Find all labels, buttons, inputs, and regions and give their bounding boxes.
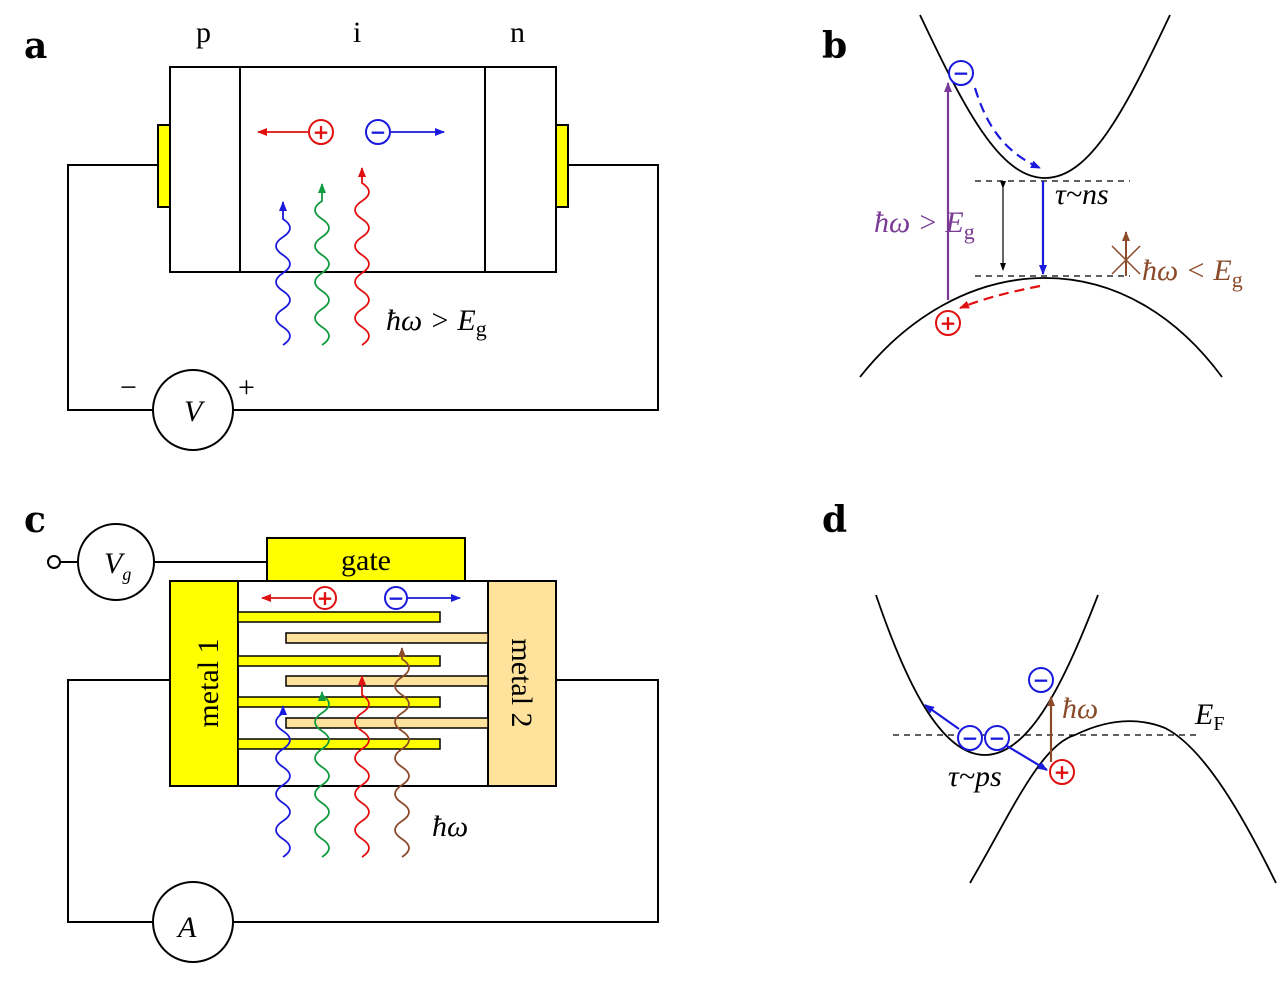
voltmeter-label: V: [184, 395, 206, 428]
panel-a: a p i n V − + + − ħω > Eg: [24, 16, 659, 451]
conduction-band: [919, 14, 1171, 179]
wire-left-c: [67, 679, 170, 923]
vg-label: Vg: [104, 547, 131, 584]
panel-b: b ħω > Eg − τ~ns + ħω < Eg: [822, 14, 1243, 378]
vg-terminal: [47, 555, 61, 569]
tau-ns-label: τ~ns: [1055, 178, 1109, 211]
hole-d: [1049, 759, 1075, 785]
gate-electrode: [266, 537, 466, 582]
red-photon: [354, 167, 370, 346]
metal1-electrode: [169, 580, 239, 787]
metal2-finger: [285, 632, 489, 644]
svg-text:+: +: [1054, 760, 1071, 784]
green-photon-c: [314, 691, 330, 858]
metal1-label: metal 1: [192, 638, 225, 727]
left-contact: [157, 124, 171, 208]
svg-text:+: +: [940, 311, 957, 335]
voltmeter: [152, 369, 234, 451]
hole-carrier-c: [313, 586, 337, 610]
electron-b: [948, 60, 974, 86]
electron-carrier: [365, 119, 391, 145]
excited-electron-d: [1028, 667, 1054, 693]
metal1-finger: [237, 655, 441, 667]
region-p-label: p: [196, 16, 211, 49]
metal1-finger: [237, 696, 441, 708]
blue-photon-c: [275, 705, 291, 858]
metal1-finger: [237, 738, 441, 750]
minus-terminal: −: [120, 371, 137, 404]
forbidden-cross-2: [1111, 245, 1141, 275]
panel-c: c gate Vg metal 1 metal 2 + −: [24, 499, 659, 963]
region-n-label: n: [510, 16, 525, 49]
hole-b: [935, 310, 961, 336]
conduction-band-d: [875, 594, 1099, 756]
svg-text:+: +: [317, 586, 334, 610]
region-i-label: i: [353, 16, 361, 49]
electron-d-1: [957, 725, 983, 751]
metal2-electrode: [487, 580, 557, 787]
panel-c-label: c: [24, 499, 46, 541]
tau-ps-label: τ~ps: [948, 760, 1002, 793]
electron-d-2: [984, 725, 1010, 751]
scatter-arrow-down: [1006, 745, 1048, 771]
metal2-finger: [285, 675, 489, 687]
right-contact: [555, 124, 569, 208]
panel-d: d EF ħω − − − + τ~ps: [822, 499, 1277, 884]
plus-terminal: +: [238, 371, 255, 404]
pin-device: [169, 66, 557, 273]
ammeter-label: A: [176, 911, 197, 944]
svg-text:+: +: [313, 120, 330, 144]
photon-label-d: ħω: [1062, 692, 1098, 725]
valence-band: [859, 277, 1223, 378]
gate-label: gate: [341, 544, 391, 577]
photon-energy-label-c: ħω: [432, 810, 468, 843]
metal1-finger: [237, 611, 441, 623]
absorption-label: ħω > Eg: [874, 206, 975, 244]
panel-d-label: d: [822, 499, 847, 541]
below-gap-label: ħω < Eg: [1142, 254, 1243, 292]
hole-carrier: [308, 119, 334, 145]
green-photon: [314, 183, 330, 346]
ammeter: [152, 881, 234, 963]
electron-relaxation: [973, 87, 1041, 170]
electron-carrier-c: [384, 586, 408, 610]
fermi-label: EF: [1194, 698, 1224, 735]
blue-photon: [275, 201, 291, 346]
svg-text:−: −: [989, 726, 1006, 750]
valence-band-d: [969, 720, 1277, 884]
metal2-label: metal 2: [505, 638, 538, 727]
wire-right-c: [233, 679, 659, 923]
svg-text:−: −: [370, 120, 387, 144]
brown-photon-c: [394, 647, 410, 858]
scatter-arrow-up: [924, 704, 960, 730]
photon-energy-label-a: ħω > Eg: [386, 304, 487, 341]
svg-text:−: −: [953, 61, 970, 85]
wire-left: [67, 164, 158, 411]
panel-b-label: b: [822, 25, 847, 67]
red-photon-c: [354, 675, 370, 858]
metal2-finger: [285, 717, 489, 729]
svg-text:−: −: [1033, 668, 1050, 692]
svg-text:−: −: [388, 586, 405, 610]
hole-relaxation: [959, 284, 1041, 310]
wire-right: [234, 164, 659, 411]
panel-a-label: a: [24, 25, 47, 67]
svg-text:−: −: [962, 726, 979, 750]
